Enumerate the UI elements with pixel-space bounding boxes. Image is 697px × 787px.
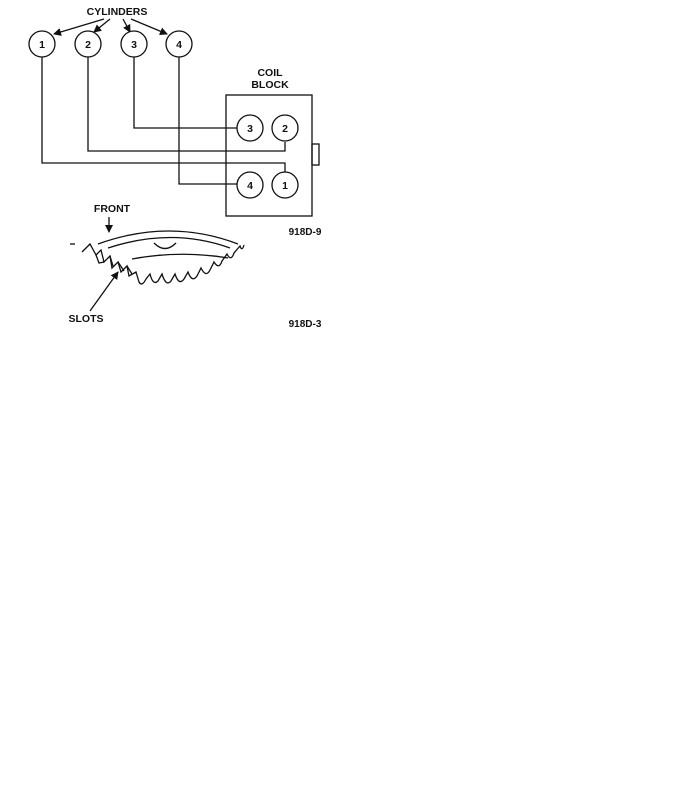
slots-label: SLOTS xyxy=(68,313,103,325)
coil-label-line2: BLOCK xyxy=(251,79,289,91)
coil-label-line1: COIL xyxy=(257,67,283,79)
figure-code-1: 918D-9 xyxy=(289,227,322,238)
arrow-to-cylinder-4 xyxy=(130,18,168,35)
cylinder-1: 1 xyxy=(28,30,56,58)
wire-cylinder-4-to-terminal-4 xyxy=(178,57,237,185)
coil-terminal-top-right-number: 2 xyxy=(282,123,288,135)
cylinder-3: 3 xyxy=(120,30,148,58)
sprocket-figure: FRONT SLOTS 918D-3 xyxy=(68,203,321,330)
coil-terminal-top-right: 2 xyxy=(271,114,299,142)
wire-cylinder-2-to-terminal-2 xyxy=(87,57,286,152)
cylinder-4-number: 4 xyxy=(176,39,182,51)
sprocket-outer-arc xyxy=(97,230,239,245)
figure-code-2: 918D-3 xyxy=(289,319,322,330)
coil-block xyxy=(225,94,313,217)
sprocket-ring-line xyxy=(131,253,229,260)
front-label: FRONT xyxy=(94,203,131,215)
wire-cylinder-3-to-terminal-3 xyxy=(133,57,237,129)
coil-terminal-bottom-right-number: 1 xyxy=(282,180,288,192)
cylinder-4: 4 xyxy=(165,30,193,58)
slot-4 xyxy=(126,265,133,275)
coil-block-connector xyxy=(311,143,320,166)
coil-wiring-figure: CYLINDERS COIL BLOCK 1 2 3 4 xyxy=(28,6,322,238)
sprocket-teeth xyxy=(81,242,245,285)
sprocket-inner-arc xyxy=(107,236,231,249)
coil-terminal-bottom-left-number: 4 xyxy=(247,180,253,192)
arrow-to-cylinder-1 xyxy=(53,18,105,36)
wire-cylinder-1-to-terminal-1 xyxy=(41,57,286,172)
cylinder-3-number: 3 xyxy=(131,39,137,51)
coil-terminal-top-left-number: 3 xyxy=(247,123,253,135)
cylinders-label: CYLINDERS xyxy=(87,6,148,18)
coil-terminal-bottom-left: 4 xyxy=(236,171,264,199)
slot-2 xyxy=(109,255,114,267)
arrow-to-cylinder-2 xyxy=(93,18,111,33)
sprocket-hub-notch xyxy=(153,242,177,250)
cylinder-2-number: 2 xyxy=(85,39,91,51)
coil-terminal-bottom-right: 1 xyxy=(271,171,299,199)
cylinder-1-number: 1 xyxy=(39,39,45,51)
slots-arrow xyxy=(89,271,119,312)
cylinder-2: 2 xyxy=(74,30,102,58)
slot-3 xyxy=(117,261,125,272)
slot-1 xyxy=(95,254,105,264)
coil-terminal-top-left: 3 xyxy=(236,114,264,142)
arrow-to-cylinder-3 xyxy=(122,18,131,33)
